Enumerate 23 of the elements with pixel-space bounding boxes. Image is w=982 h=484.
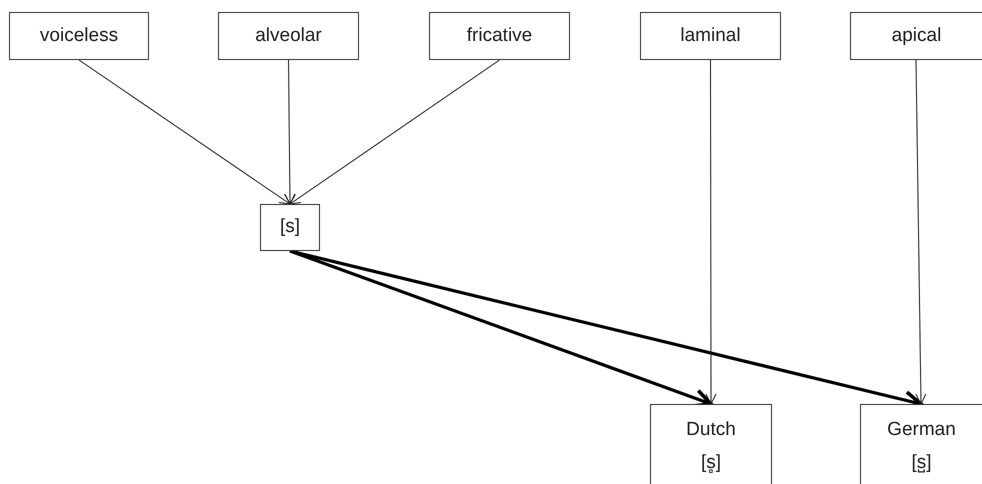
label-box — [650, 404, 772, 484]
phonetic-symbol: [s̺] — [911, 452, 932, 475]
label-box — [850, 12, 982, 60]
label-box — [640, 12, 781, 60]
label-box — [9, 12, 149, 60]
box-label: voiceless — [40, 24, 118, 48]
arrow — [290, 60, 500, 204]
box-label: alveolar — [255, 24, 322, 48]
phonetic-symbol: [s̻] — [700, 452, 722, 475]
box-label: fricative — [466, 24, 532, 48]
arrow — [915, 60, 926, 404]
arrow — [78, 60, 290, 204]
box-label: apical — [892, 24, 942, 48]
box-label: [s] — [280, 216, 300, 239]
arrow — [705, 60, 716, 404]
box-label: laminal — [680, 24, 741, 48]
label-box — [860, 404, 982, 484]
label-box — [429, 12, 570, 60]
box-label: German — [887, 419, 956, 442]
box-label: Dutch — [686, 419, 736, 442]
label-box — [260, 204, 320, 251]
label-box — [218, 12, 359, 60]
arrow — [284, 60, 296, 204]
